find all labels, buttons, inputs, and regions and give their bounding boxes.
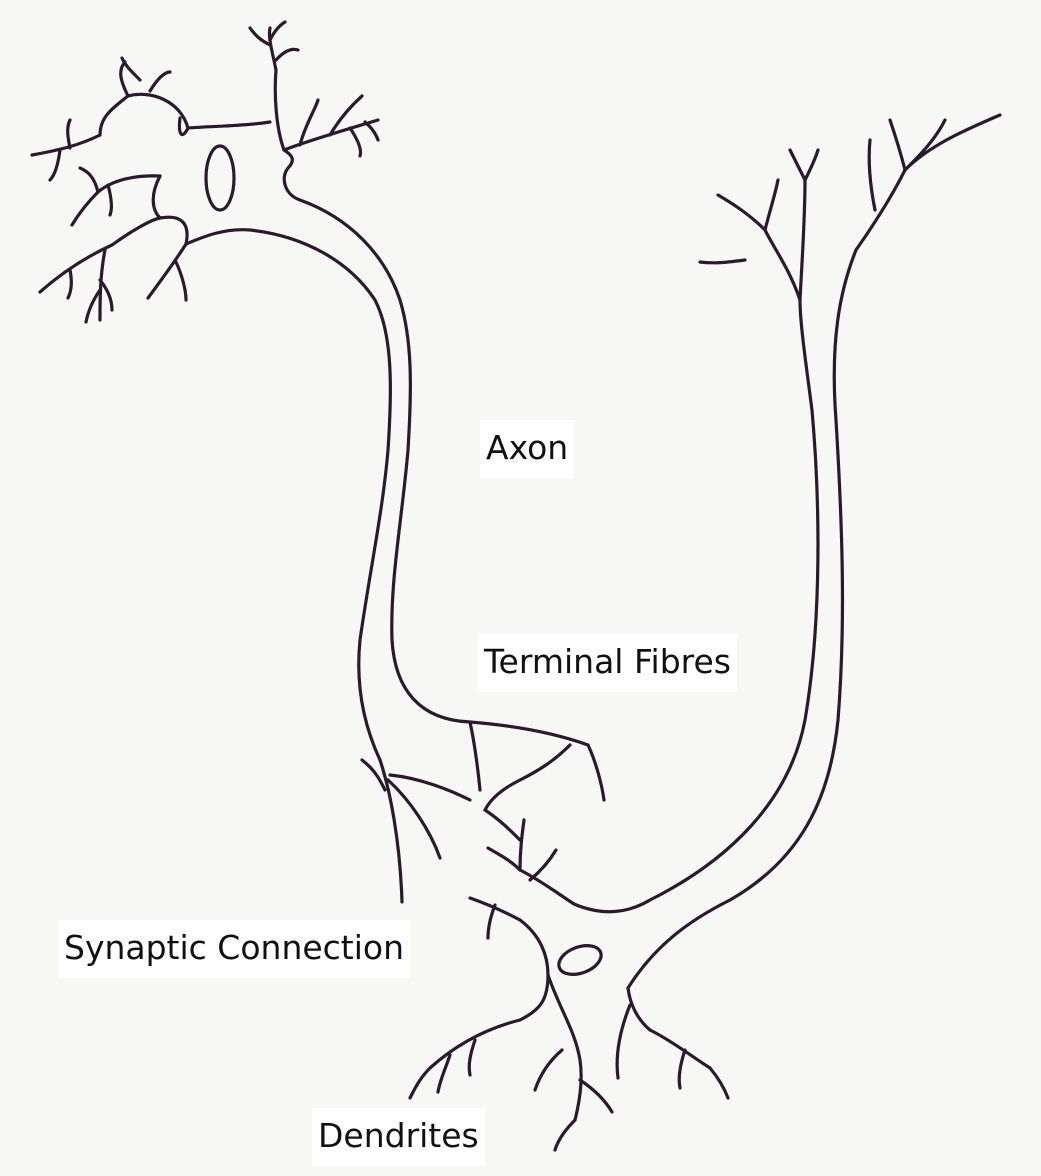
synaptic-connection-label: Synaptic Connection bbox=[58, 920, 410, 978]
dendrites-label: Dendrites bbox=[312, 1108, 485, 1166]
terminal-fibres-label: Terminal Fibres bbox=[478, 634, 737, 692]
axon-label: Axon bbox=[480, 420, 574, 478]
